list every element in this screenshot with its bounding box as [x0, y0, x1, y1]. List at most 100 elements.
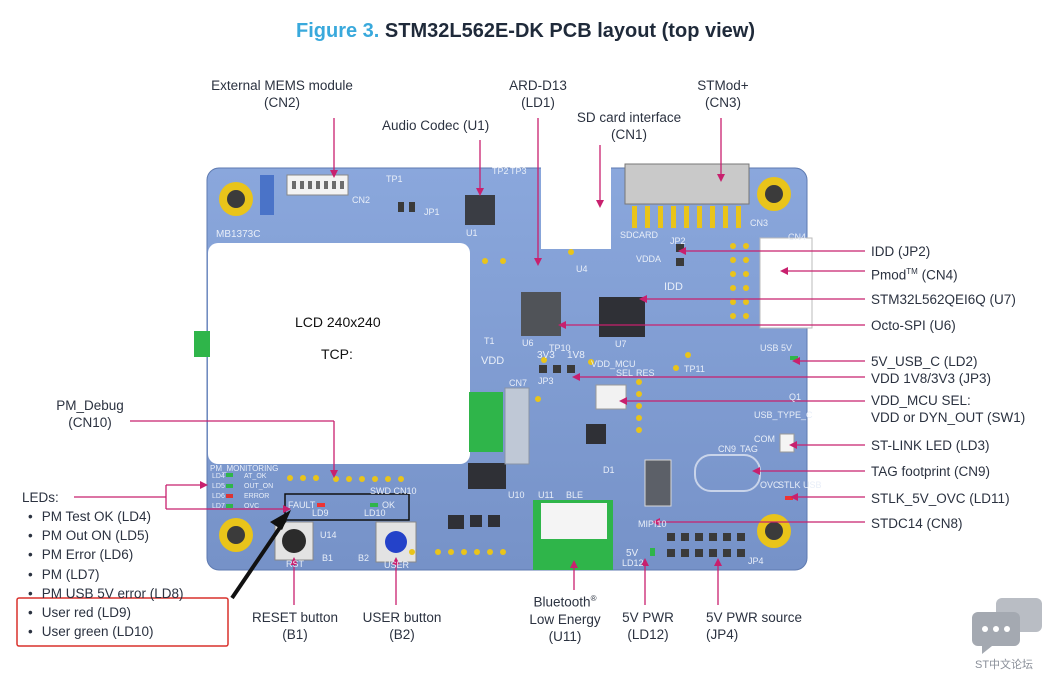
silk-rst: RST [286, 559, 304, 569]
silk-ld6: LD6 [212, 493, 225, 500]
u1-audio-codec [465, 195, 495, 225]
silk-jp1: JP1 [424, 207, 440, 217]
label-reset-button: RESET button(B1) [251, 610, 339, 642]
pmod-connector [759, 237, 813, 329]
silk-u14: U14 [320, 530, 337, 540]
silk-u7: U7 [615, 339, 627, 349]
tcp-label: TCP: [321, 346, 353, 362]
label-pm-debug: PM_Debug(CN10) [56, 398, 124, 430]
silk-stlk-usb: STLK USB [778, 480, 822, 490]
sd-card-slot [541, 165, 611, 249]
silk-cn4: CN4 [788, 232, 807, 242]
silk-b2: B2 [358, 553, 370, 563]
label-mems: External MEMS module(CN2) [211, 78, 353, 110]
silk-user: USER [384, 560, 410, 570]
silk-5v: 5V [626, 548, 639, 559]
silk-ovc-pm: OVC [244, 503, 260, 510]
led-list: PM Test OK (LD4) PM Out ON (LD5) PM Erro… [28, 507, 184, 641]
silk-com: COM [754, 434, 775, 444]
lcd-label: LCD 240x240 [295, 314, 381, 330]
label-stlink-led: ST-LINK LED (LD3) [871, 438, 990, 453]
label-usbc: 5V_USB_C (LD2) [871, 354, 978, 369]
led-item: PM Test OK (LD4) [28, 507, 184, 526]
label-5v-pwr: 5V PWR(LD12) [622, 610, 674, 642]
silk-b1: B1 [322, 553, 334, 563]
silk-d1: D1 [603, 465, 615, 475]
forum-chat-icon [972, 598, 1042, 654]
silk-error: ERROR [244, 493, 270, 500]
silk-cn7: CN7 [509, 378, 528, 388]
silk-cn2: CN2 [352, 195, 371, 205]
u6-octospi [521, 292, 561, 336]
led-item: PM Out ON (LD5) [28, 526, 184, 545]
label-vdd-jp3: VDD 1V8/3V3 (JP3) [871, 371, 992, 386]
led-item: User green (LD10) [28, 622, 184, 641]
callout-arrowheads [200, 170, 800, 568]
highlight-arrow [230, 518, 287, 600]
silk-ble: BLE [566, 490, 584, 500]
led-item: PM Error (LD6) [28, 545, 184, 564]
silk-tp3: TP3 [510, 166, 527, 176]
silk-tp2: TP2 [492, 166, 509, 176]
silk-usb5v: USB 5V [760, 343, 793, 353]
label-ard-d13: ARD-D13(LD1) [509, 78, 567, 110]
silk-vdd-mcu: VDD_MCU [591, 359, 636, 369]
silk-ovc: OVC [760, 480, 780, 490]
silk-fault: FAULT [288, 500, 316, 510]
label-user-button: USER button(B2) [362, 610, 442, 642]
silk-u1: U1 [466, 228, 478, 238]
silk-u4: U4 [576, 264, 588, 274]
silk-q1: Q1 [789, 392, 802, 402]
silk-cn3: CN3 [750, 218, 769, 228]
callout-lines [74, 118, 865, 605]
silk-vdd: VDD [481, 355, 505, 367]
board-id: MB1373C [216, 229, 261, 240]
silk-swd-cn10: SWD CN10 [370, 486, 417, 496]
silk-u6: U6 [522, 338, 534, 348]
silk-jp2: JP2 [670, 236, 686, 246]
silk-ld5: LD5 [212, 483, 225, 490]
label-idd: IDD (JP2) [871, 244, 931, 259]
label-leds-title: LEDs: [22, 490, 59, 505]
silk-ld7: LD7 [212, 503, 225, 510]
silk-mipi10: MIPI10 [638, 519, 667, 529]
label-bluetooth: Bluetooth® Low Energy(U11) [529, 594, 601, 644]
silk-usb-type-c: USB_TYPE_C [754, 410, 813, 420]
u7-mcu [599, 297, 645, 337]
watermark-text: ST中文论坛 [975, 659, 1034, 671]
label-sd-card: SD card interface(CN1) [576, 110, 682, 142]
led-item: User red (LD9) [28, 603, 184, 622]
silk-3v3: 3V3 [537, 350, 555, 361]
figure-caption: STM32L562E-DK PCB layout (top view) [384, 20, 755, 42]
silk-t1: T1 [484, 336, 495, 346]
silk-1v8: 1V8 [567, 350, 585, 361]
silk-ld9: LD9 [312, 508, 329, 518]
stmod-connector [624, 163, 750, 205]
silk-pm-monitoring: PM_MONITORING [210, 464, 279, 473]
silk-vdda: VDDA [636, 254, 662, 264]
label-5v-pwr-source: 5V PWR source(JP4) [706, 610, 803, 642]
mounting-holes [219, 177, 791, 552]
silk-cn9: CN9 [718, 444, 737, 454]
silk-ld12: LD12 [622, 558, 644, 568]
silk-idd: IDD [664, 281, 683, 293]
silk-out-on: OUT_ON [244, 483, 274, 490]
figure-number: Figure 3. [296, 20, 380, 42]
figure-title: Figure 3. STM32L562E-DK PCB layout (top … [0, 20, 1051, 43]
silk-jp3: JP3 [538, 376, 554, 386]
label-stdc14: STDC14 (CN8) [871, 516, 963, 531]
silk-res: RES [636, 368, 655, 378]
label-mcu: STM32L562QEI6Q (U7) [871, 292, 1016, 307]
silk-sel: SEL [616, 368, 634, 378]
silk-sdcard: SDCARD [620, 230, 659, 240]
label-stmod: STMod+(CN3) [697, 78, 749, 110]
lcd-panel [208, 243, 470, 464]
silk-tp1: TP1 [386, 174, 403, 184]
label-vdd-mcu-sel: VDD_MCU SEL:VDD or DYN_OUT (SW1) [871, 393, 1026, 425]
silk-ok: OK [382, 500, 396, 510]
silk-jp4: JP4 [748, 556, 764, 566]
silk-u11: U11 [538, 490, 554, 500]
silk-ld4: LD4 [212, 473, 225, 480]
led-item: PM (LD7) [28, 565, 184, 584]
